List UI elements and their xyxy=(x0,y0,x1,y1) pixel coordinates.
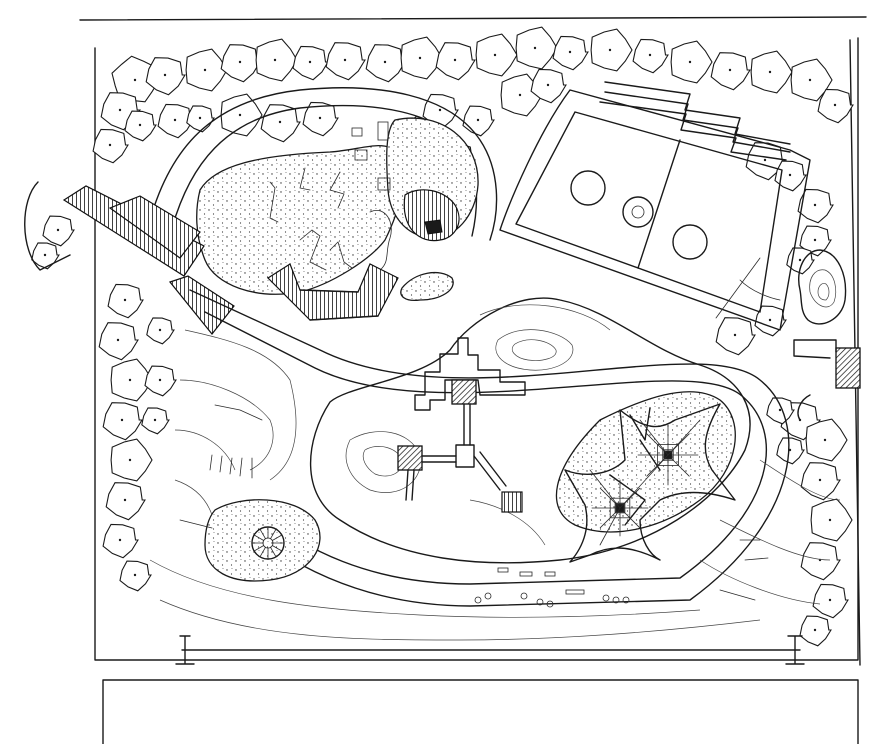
south-contours xyxy=(149,459,841,641)
tensile-canopy xyxy=(564,403,736,563)
tree-canopy-icon xyxy=(435,42,476,81)
tree-canopy-icon xyxy=(805,418,848,462)
tree-canopy-icon xyxy=(220,44,261,83)
hex-shelter xyxy=(267,263,454,321)
tree-canopy-icon xyxy=(102,402,143,441)
entry-boardwalk xyxy=(24,181,235,335)
tree-canopy-icon xyxy=(110,438,153,482)
title-rule xyxy=(79,16,867,21)
east-mound xyxy=(798,249,847,325)
tree-canopy-icon xyxy=(105,482,146,521)
tree-canopy-icon xyxy=(515,26,558,70)
tree-canopy-icon xyxy=(810,498,853,542)
site-furnishings xyxy=(179,519,769,608)
north-play-area xyxy=(196,117,479,295)
tree-canopy-icon xyxy=(790,58,833,102)
tree-canopy-icon xyxy=(98,322,139,361)
tree-canopy-icon xyxy=(325,42,366,81)
tree-canopy-icon xyxy=(710,52,751,91)
tree-canopy-icon xyxy=(670,40,713,84)
east-shelter xyxy=(793,339,861,421)
tree-canopy-icon xyxy=(365,44,406,83)
main-path xyxy=(189,289,790,607)
tree-canopy-icon xyxy=(220,93,263,137)
south-rail xyxy=(175,635,805,665)
tree-canopy-icon xyxy=(475,33,518,77)
tree-canopy-icon xyxy=(255,38,298,82)
tree-canopy-icon xyxy=(800,462,841,501)
tree-canopy-icon xyxy=(590,28,633,72)
perimeter-tree-belt xyxy=(31,26,854,647)
tree-canopy-icon xyxy=(260,104,301,143)
tree-canopy-icon xyxy=(145,57,186,96)
circular-pavilion xyxy=(204,499,321,582)
play-tower-structure xyxy=(397,337,526,513)
west-slope-contours xyxy=(174,329,297,516)
sports-field xyxy=(499,81,811,331)
tree-canopy-icon xyxy=(185,48,228,92)
central-play-island xyxy=(309,297,751,564)
tree-canopy-icon xyxy=(715,317,756,356)
tree-canopy-icon xyxy=(400,36,443,80)
tree-canopy-icon xyxy=(750,50,793,94)
tree-canopy-icon xyxy=(500,73,543,117)
tree-canopy-icon xyxy=(110,358,153,402)
tree-canopy-icon xyxy=(800,542,841,581)
